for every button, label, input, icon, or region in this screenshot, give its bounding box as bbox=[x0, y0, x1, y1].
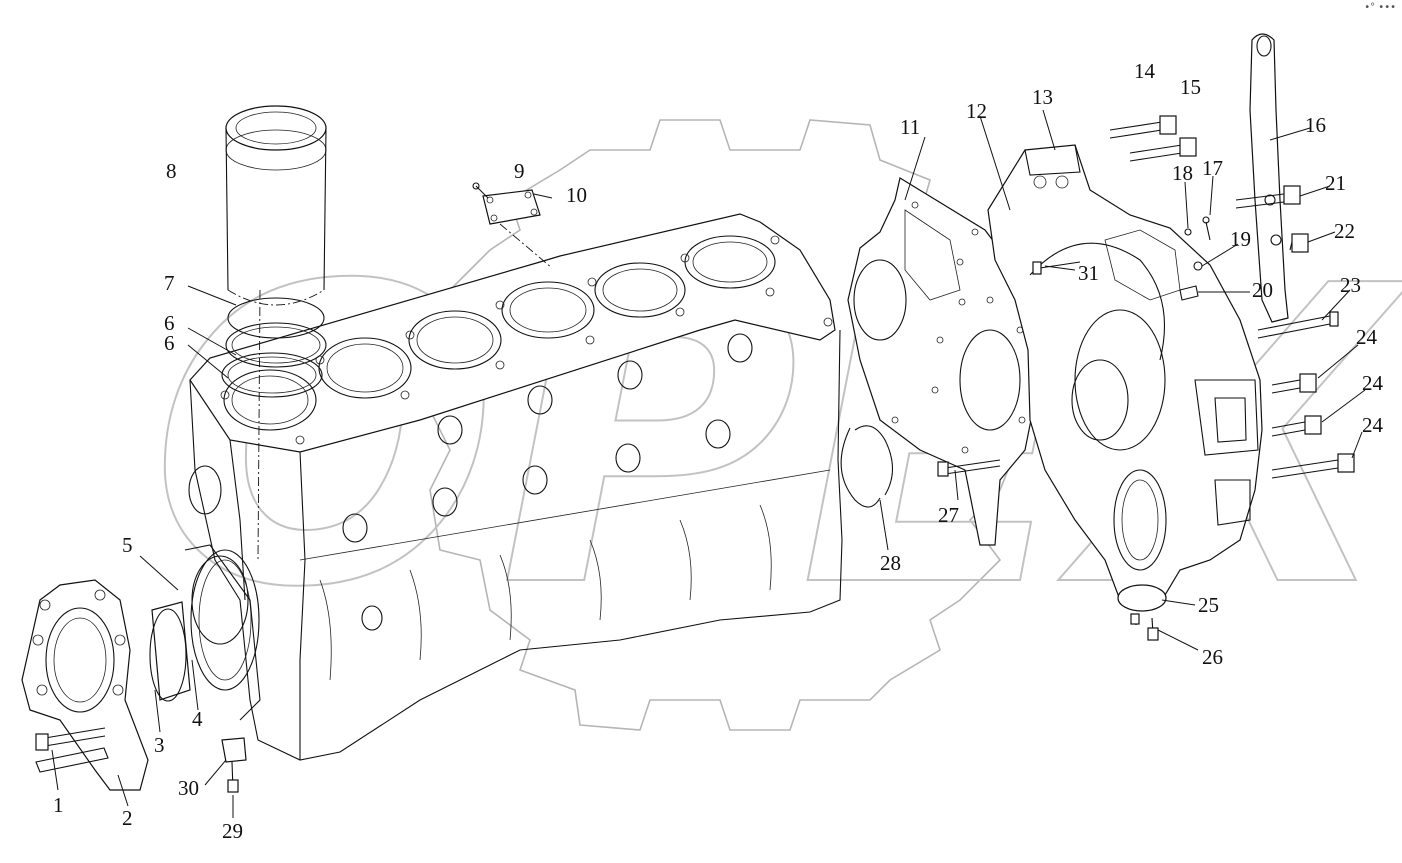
callout-25: 25 bbox=[1198, 593, 1219, 617]
callout-28: 28 bbox=[880, 551, 901, 575]
callout-20: 20 bbox=[1252, 278, 1273, 302]
callout-17: 17 bbox=[1202, 156, 1223, 180]
callout-3: 3 bbox=[154, 733, 165, 757]
bolts bbox=[35, 115, 1355, 751]
callout-10: 10 bbox=[566, 183, 587, 207]
callout-9: 9 bbox=[514, 159, 525, 183]
callout-24b: 24 bbox=[1362, 371, 1384, 395]
callout-14: 14 bbox=[1134, 59, 1156, 83]
callout-23: 23 bbox=[1340, 273, 1361, 297]
callout-19: 19 bbox=[1230, 227, 1251, 251]
callout-18: 18 bbox=[1172, 161, 1193, 185]
lifting-bracket bbox=[1249, 33, 1289, 323]
callout-15: 15 bbox=[1180, 75, 1201, 99]
leader-lines bbox=[51, 109, 1366, 818]
callout-labels: 1 2 3 4 5 6 6 7 8 9 10 11 12 13 14 15 16… bbox=[53, 59, 1384, 843]
callout-8: 8 bbox=[166, 159, 177, 183]
cylinder-block bbox=[188, 213, 843, 761]
gasket-ring bbox=[840, 425, 894, 508]
callout-24a: 24 bbox=[1356, 325, 1378, 349]
cover-disc bbox=[1117, 584, 1167, 641]
rear-oil-seal bbox=[149, 544, 261, 721]
gear-housing bbox=[987, 144, 1263, 601]
drain-fitting bbox=[221, 737, 247, 793]
callout-2: 2 bbox=[122, 806, 133, 830]
callout-6b: 6 bbox=[164, 331, 175, 355]
deck-holes bbox=[220, 235, 833, 445]
callout-27: 27 bbox=[938, 503, 959, 527]
cylinder-liner bbox=[225, 105, 327, 306]
cover-plate bbox=[472, 182, 553, 269]
callout-13: 13 bbox=[1032, 85, 1053, 109]
callout-29: 29 bbox=[222, 819, 243, 843]
callout-26: 26 bbox=[1202, 645, 1223, 669]
seal-rings bbox=[221, 289, 327, 561]
callout-6a: 6 bbox=[164, 311, 175, 335]
callout-7: 7 bbox=[164, 271, 175, 295]
callout-24c: 24 bbox=[1362, 413, 1384, 437]
callout-16: 16 bbox=[1305, 113, 1326, 137]
cylinder-bores bbox=[223, 235, 776, 431]
callout-21: 21 bbox=[1325, 171, 1346, 195]
callout-12: 12 bbox=[966, 99, 987, 123]
rear-seal-housing bbox=[21, 579, 149, 791]
callout-22: 22 bbox=[1334, 219, 1355, 243]
corner-mark: •° ••• bbox=[1364, 2, 1396, 13]
callout-31: 31 bbox=[1078, 261, 1099, 285]
block-ribs bbox=[299, 469, 831, 681]
core-plugs bbox=[342, 333, 753, 631]
callout-1: 1 bbox=[53, 793, 64, 817]
callout-30: 30 bbox=[178, 776, 199, 800]
callout-5: 5 bbox=[122, 533, 133, 557]
callout-11: 11 bbox=[900, 115, 920, 139]
callout-4: 4 bbox=[192, 707, 203, 731]
